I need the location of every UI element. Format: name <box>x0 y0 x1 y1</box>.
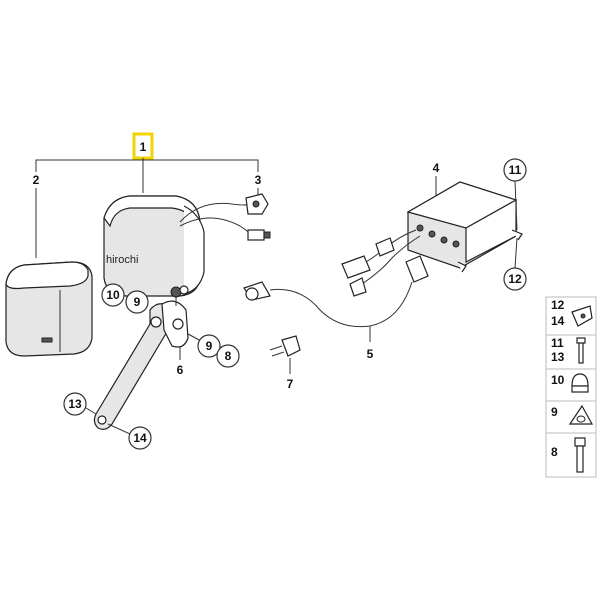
legend-item-2-label-a: 11 <box>551 336 564 350</box>
legend-item-3-label-a: 10 <box>551 373 565 387</box>
washer-icon <box>568 404 594 425</box>
callout-11[interactable]: 11 <box>509 163 522 177</box>
callout-2[interactable]: 2 <box>33 173 40 187</box>
legend-item-4-label-a: 9 <box>551 405 558 419</box>
housing-cover <box>5 261 93 357</box>
watermark-text: hirochi <box>106 254 138 266</box>
legend-item-1-label-b: 14 <box>551 314 565 328</box>
callout-4[interactable]: 4 <box>433 161 440 175</box>
connector-7 <box>269 335 301 357</box>
cap-nut-icon <box>571 373 589 393</box>
callout-8[interactable]: 8 <box>225 349 232 363</box>
connector-3 <box>245 193 271 241</box>
mount-bracket <box>93 296 189 430</box>
bolt-icon <box>574 437 586 473</box>
callout-9-a[interactable]: 9 <box>134 295 141 309</box>
wiring-harness <box>243 229 429 328</box>
callout-3[interactable]: 3 <box>255 173 262 187</box>
callout-1[interactable]: 1 <box>140 140 147 154</box>
callout-13[interactable]: 13 <box>68 397 82 411</box>
control-module <box>406 181 523 273</box>
callout-5[interactable]: 5 <box>367 347 374 361</box>
legend-item-1-label-a: 12 <box>551 298 565 312</box>
callout-6[interactable]: 6 <box>177 363 184 377</box>
callout-9-b[interactable]: 9 <box>206 339 213 353</box>
legend-item-2-label-b: 13 <box>551 350 565 364</box>
callout-7[interactable]: 7 <box>287 377 294 391</box>
hardware-legend: 12 14 11 13 10 9 8 <box>545 296 597 478</box>
screw-icon <box>576 337 586 364</box>
callout-10[interactable]: 10 <box>106 288 120 302</box>
legend-item-5-label-a: 8 <box>551 445 558 459</box>
bracket-line <box>35 158 259 193</box>
clip-nut-icon <box>571 305 593 327</box>
horn-unit: hirochi <box>103 195 205 298</box>
callout-12[interactable]: 12 <box>508 272 522 286</box>
callout-14[interactable]: 14 <box>133 431 147 445</box>
